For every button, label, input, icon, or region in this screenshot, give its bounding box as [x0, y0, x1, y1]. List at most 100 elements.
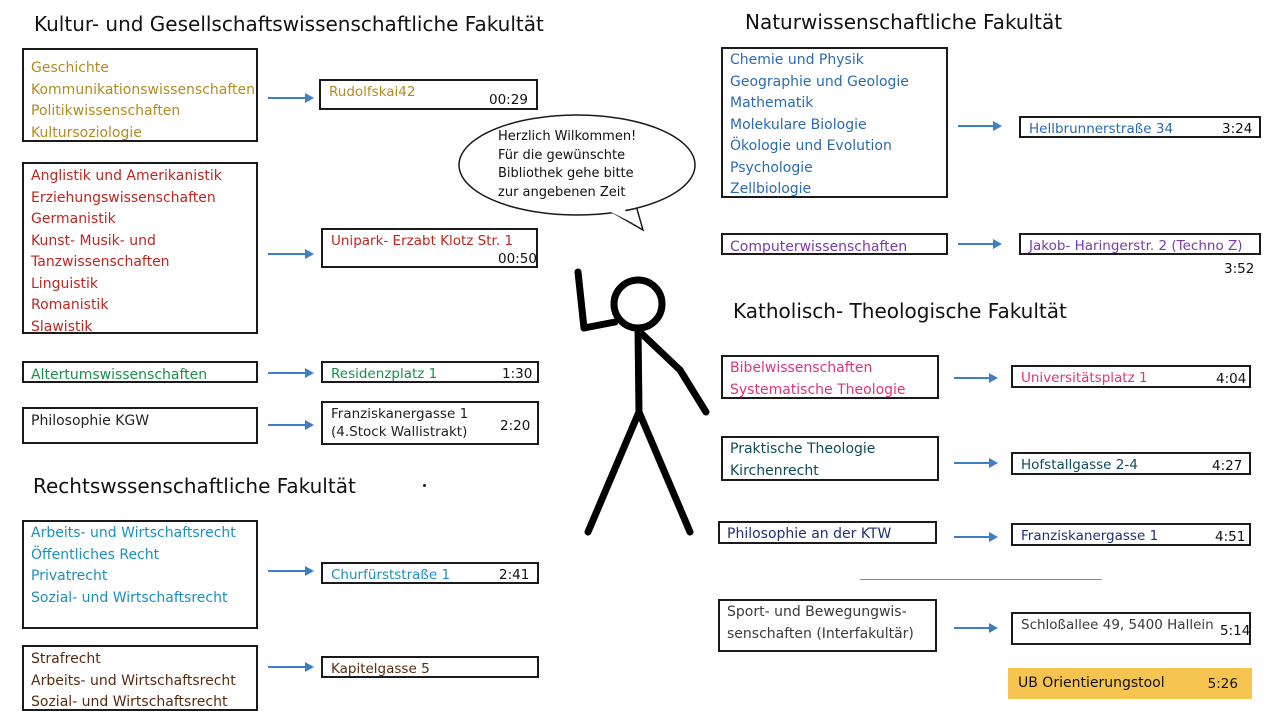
- walking-time: 1:30: [502, 366, 533, 382]
- arrow-shaft: [954, 627, 991, 629]
- arrow-shaft: [954, 462, 991, 464]
- arrow-shaft: [268, 253, 307, 255]
- walking-time: 4:04: [1216, 371, 1247, 387]
- arrow-head: [305, 249, 314, 259]
- title-kgw: Kultur- und Gesellschaftswissenschaftlic…: [34, 12, 544, 36]
- subject-label: Psychologie: [730, 159, 813, 176]
- subjects-box: Philosophie an der KTW: [718, 521, 937, 544]
- library-box: Hellbrunnerstraße 34 3:24: [1019, 116, 1261, 138]
- subject-label: Kirchenrecht: [730, 462, 819, 479]
- subjects-box: Philosophie KGW: [22, 407, 258, 444]
- speech-line: Bibliothek gehe bitte: [498, 166, 634, 181]
- subject-label: Zellbiologie: [730, 181, 812, 197]
- library-address: Franziskanergasse 1: [331, 406, 469, 422]
- arrow-icon: [268, 93, 314, 103]
- subject-label: senschaften (Interfakultär): [727, 625, 914, 642]
- subject-label: Slawistik: [31, 318, 93, 334]
- speech-bubble-text: Herzlich Wilkommen! Für die gewünschte B…: [498, 128, 636, 202]
- walking-time: 5:14: [1220, 623, 1251, 639]
- title-rewi: Rechtswssenschaftliche Fakultät: [33, 474, 356, 498]
- subject-label: Kultursoziologie: [31, 124, 142, 141]
- subject-label: Germanistik: [31, 211, 116, 227]
- library-box: Franziskanergasse 1(4.Stock Wallistrakt)…: [321, 401, 539, 445]
- subject-label: Altertumswissenschaften: [31, 367, 208, 383]
- arrow-icon: [954, 623, 998, 633]
- subject-label: Philosophie KGW: [31, 413, 150, 429]
- ub-tool-label: UB Orientierungstool: [1018, 675, 1165, 691]
- arrow-icon: [958, 121, 1002, 131]
- speech-line: Für die gewünschte: [498, 147, 626, 163]
- subject-label: Privatrecht: [31, 568, 108, 584]
- subject-label: Romanistik: [31, 297, 109, 313]
- subject-label: Bibelwissenschaften: [730, 360, 873, 376]
- arrow-head: [993, 239, 1002, 249]
- subject-label: Sozial- und Wirtschaftsrecht: [31, 694, 228, 710]
- arrow-icon: [268, 420, 314, 430]
- library-address: Schloßallee 49, 5400 Hallein: [1021, 617, 1214, 633]
- library-box: Kapitelgasse 5: [321, 656, 539, 678]
- subject-label: Linguistik: [31, 275, 98, 292]
- arrow-head: [989, 458, 998, 468]
- arrow-shaft: [268, 372, 307, 374]
- library-box: Unipark- Erzabt Klotz Str. 1 00:50: [321, 228, 538, 268]
- subject-label: Computerwissenschaften: [730, 239, 908, 255]
- library-address: Unipark- Erzabt Klotz Str. 1: [331, 233, 514, 249]
- subject-label: Öffentliches Recht: [31, 546, 160, 563]
- library-address: Hofstallgasse 2-4: [1021, 457, 1138, 473]
- subjects-box: Sport- und Bewegungwis-senschaften (Inte…: [718, 599, 937, 652]
- stick-figure-icon: [574, 268, 710, 536]
- ub-orientation-tool-banner: UB Orientierungstool 5:26: [1008, 668, 1252, 699]
- arrow-icon: [268, 662, 314, 672]
- arrow-icon: [268, 249, 314, 259]
- arrow-icon: [954, 458, 998, 468]
- library-address: Jakob- Haringerstr. 2 (Techno Z): [1029, 238, 1243, 254]
- subjects-box: Computerwissenschaften: [721, 233, 948, 255]
- arrow-head: [305, 662, 314, 672]
- subject-label: Ökologie und Evolution: [730, 138, 892, 154]
- arrow-icon: [954, 373, 998, 383]
- arrow-icon: [958, 239, 1002, 249]
- subject-label: Kommunikationswissenschaften: [31, 81, 256, 98]
- library-address: Hellbrunnerstraße 34: [1029, 121, 1174, 137]
- subjects-box: Altertumswissenschaften: [22, 361, 258, 383]
- arrow-head: [989, 623, 998, 633]
- title-nawi: Naturwissenschaftliche Fakultät: [745, 10, 1063, 34]
- arrow-head: [989, 532, 998, 542]
- arrow-head: [305, 93, 314, 103]
- arrow-head: [305, 566, 314, 576]
- arrow-shaft: [954, 536, 991, 538]
- divider-line: [860, 579, 1102, 580]
- speech-line: Herzlich Wilkommen!: [498, 129, 637, 144]
- walking-time: 4:51: [1215, 529, 1246, 545]
- library-box: Schloßallee 49, 5400 Hallein 5:14: [1011, 612, 1251, 645]
- subject-label: Arbeits- und Wirtschaftsrecht: [31, 525, 236, 541]
- speech-bubble: [458, 114, 696, 232]
- subject-label: Mathematik: [730, 95, 814, 111]
- ub-tool-time: 5:26: [1207, 676, 1238, 692]
- library-address: Churfürststraße 1: [331, 567, 451, 583]
- subject-label: Sport- und Bewegungwis-: [727, 604, 907, 620]
- subject-label: Erziehungswissenschaften: [31, 189, 216, 206]
- subject-label: Molekulare Biologie: [730, 116, 867, 133]
- subject-label: Tanzwissenschaften: [31, 254, 170, 270]
- arrow-head: [989, 373, 998, 383]
- arrow-shaft: [268, 570, 307, 572]
- arrow-icon: [268, 566, 314, 576]
- subject-label: Geschichte: [31, 60, 109, 76]
- walking-time: 3:24: [1222, 121, 1253, 137]
- subject-label: Anglistik und Amerikanistik: [31, 168, 222, 184]
- subject-label: Arbeits- und Wirtschaftsrecht: [31, 672, 236, 689]
- library-box: Jakob- Haringerstr. 2 (Techno Z): [1019, 233, 1261, 255]
- speech-line: zur angebenen Zeit: [498, 184, 626, 200]
- walking-time: 00:50: [498, 251, 537, 267]
- library-address: Universitätsplatz 1: [1021, 370, 1148, 386]
- subject-label: Sozial- und Wirtschaftsrecht: [31, 589, 228, 606]
